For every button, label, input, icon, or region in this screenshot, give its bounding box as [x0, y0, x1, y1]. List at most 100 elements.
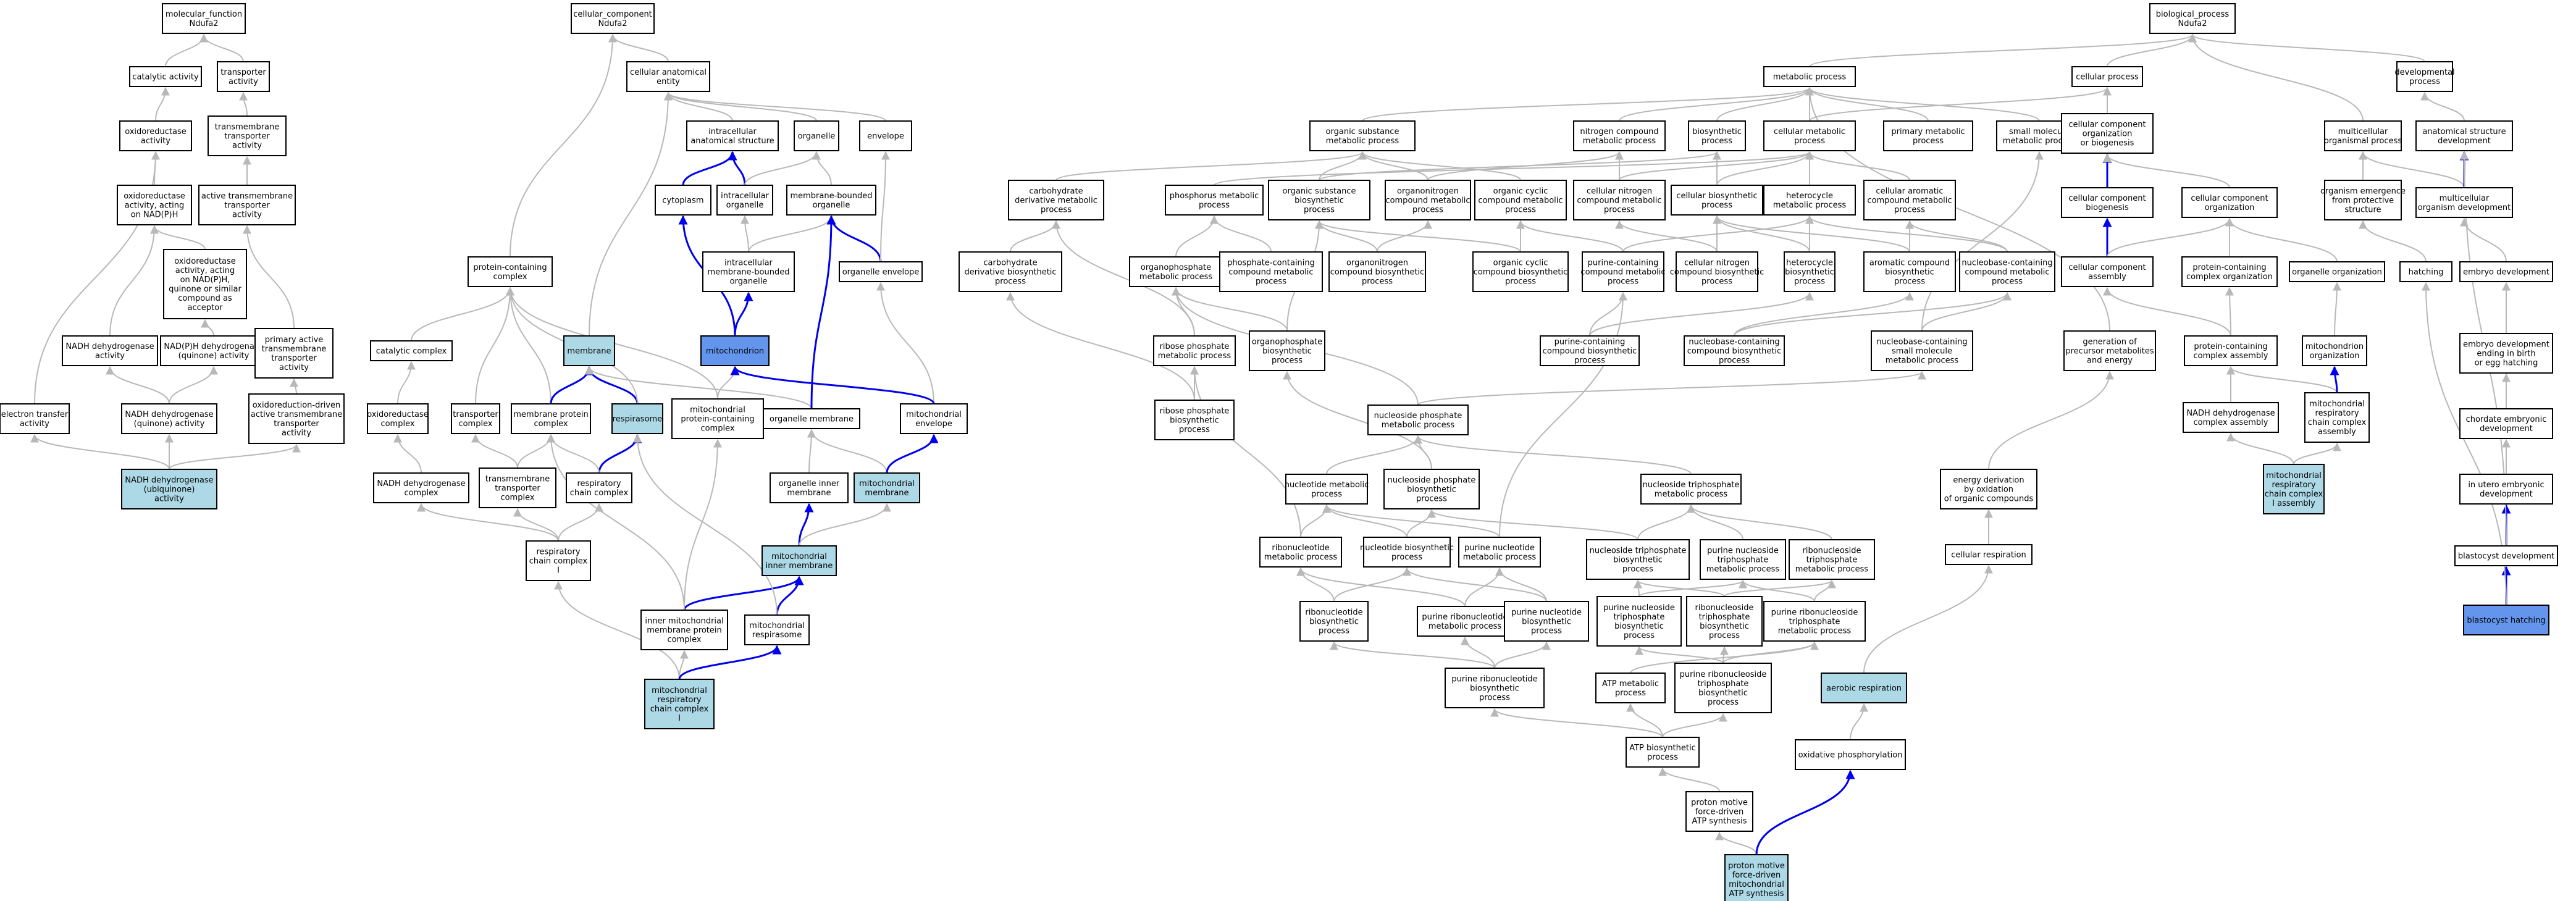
go-term-node-orgo[interactable]: organelle organization [2289, 261, 2385, 282]
go-term-node-oenv[interactable]: organelle envelope [839, 261, 923, 282]
go-term-node-cat[interactable]: catalytic activity [129, 66, 202, 87]
go-term-node-prtbp[interactable]: purine ribonucleosidetriphosphatebiosynt… [1674, 663, 1772, 713]
go-term-node-bch[interactable]: blastocyst hatching [2463, 605, 2549, 635]
go-term-node-nadqa[interactable]: NADH dehydrogenase(quinone) activity [121, 403, 217, 434]
go-term-node-omem[interactable]: organelle membrane [763, 408, 860, 429]
go-term-node-nadpq[interactable]: NAD(P)H dehydrogenase(quinone) activity [160, 335, 267, 366]
go-term-node-embd[interactable]: embryo development [2459, 261, 2553, 282]
go-term-node-rntbp[interactable]: ribonucleosidetriphosphatebiosyntheticpr… [1686, 596, 1763, 647]
go-term-node-catc[interactable]: catalytic complex [370, 340, 453, 361]
go-term-node-mito[interactable]: mitochondrion [700, 335, 770, 366]
go-term-node-cresp[interactable]: cellular respiration [1945, 544, 2033, 565]
go-term-node-bcd[interactable]: blastocyst development [2454, 545, 2558, 566]
go-term-node-ntbp[interactable]: nucleoside triphosphatebiosyntheticproce… [1586, 539, 1690, 580]
go-term-node-pntbp[interactable]: purine nucleosidetriphosphatebiosyntheti… [1596, 596, 1682, 647]
go-term-node-hat[interactable]: hatching [2399, 261, 2452, 282]
go-term-node-prtmp[interactable]: purine ribonucleosidetriphosphatemetabol… [1763, 601, 1866, 642]
go-term-node-metp[interactable]: metabolic process [1763, 66, 1856, 87]
go-term-node-oxph[interactable]: oxidative phosphorylation [1795, 739, 1906, 770]
go-term-node-org[interactable]: organelle [794, 120, 839, 151]
go-term-node-aresp[interactable]: aerobic respiration [1821, 673, 1907, 703]
go-term-node-env[interactable]: envelope [859, 120, 912, 151]
go-term-node-pat[interactable]: primary activetransmembranetransporterac… [254, 328, 334, 379]
go-term-node-pmfmas[interactable]: proton motiveforce-drivenmitochondrialAT… [1724, 854, 1789, 901]
go-term-node-cellp[interactable]: cellular process [2071, 66, 2143, 87]
